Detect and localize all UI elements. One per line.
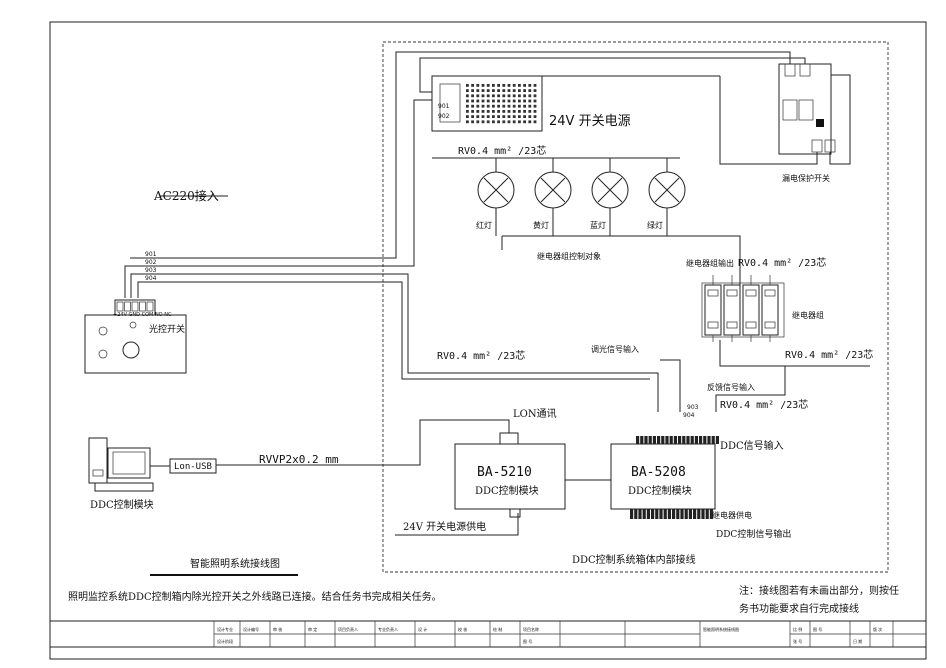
bottom-note: 照明监控系统DDC控制箱内除光控开关之外线路已连接。结合任务书完成相关任务。 bbox=[68, 590, 442, 603]
lon-usb-label: Lon-USB bbox=[174, 462, 212, 472]
lon-comm-label: LON通讯 bbox=[513, 408, 557, 420]
light-switch-label: 光控开关 bbox=[149, 323, 185, 335]
light-switch-terminals: +24V GND COM NO NC bbox=[113, 312, 172, 318]
note-line1: 注：接线图若有未画出部分，则按任 bbox=[739, 584, 899, 597]
title-block-cell: 设计阶段 bbox=[217, 638, 233, 644]
power-supply-label: 24V 开关电源 bbox=[549, 114, 631, 129]
title-block-cell: 设计专业 bbox=[217, 626, 233, 632]
relay-control-object-label: 继电器组控制对象 bbox=[537, 251, 601, 261]
fb-wire-904: 904 bbox=[683, 412, 695, 419]
title-block-cell: 日 期 bbox=[853, 638, 862, 644]
title-block-cell: 图 号 bbox=[813, 626, 822, 632]
cable-mid-right-label: RV0.4 mm² /23芯 bbox=[785, 348, 873, 361]
wire-24v-ddc bbox=[395, 513, 519, 536]
lamp-label-4: 绿灯 bbox=[647, 220, 663, 230]
wire-label-903: 903 bbox=[145, 267, 157, 274]
ps-wire-902: 902 bbox=[438, 113, 450, 120]
wire-ac-l bbox=[419, 57, 806, 93]
title-block-cell: 智能照明系统接线图 bbox=[703, 626, 739, 632]
ddc-control-out-label: DDC控制信号输出 bbox=[716, 528, 791, 540]
lamp-2 bbox=[534, 158, 572, 236]
cable-mid-left-label: RV0.4 mm² /23芯 bbox=[437, 349, 525, 362]
title-block-cell: 审 核 bbox=[273, 626, 282, 632]
relay-group-label: 继电器组 bbox=[792, 310, 824, 320]
cable-top-label: RV0.4 mm² /23芯 bbox=[458, 144, 546, 157]
cabinet-boundary bbox=[382, 41, 889, 573]
leakage-switch-label: 漏电保护开关 bbox=[782, 173, 830, 183]
ps-wire-901: 901 bbox=[438, 103, 450, 110]
ddc-pc-label: DDC控制模块 bbox=[90, 498, 154, 511]
ac-input-label: AC220接入 bbox=[153, 188, 219, 203]
relay-output-label: 继电器组输出 bbox=[686, 258, 734, 268]
title-block-cell: 校 核 bbox=[458, 626, 467, 632]
wire-switch-return bbox=[829, 74, 851, 165]
title-block-cell: 审 定 bbox=[308, 626, 317, 632]
wire-label-902: 902 bbox=[145, 259, 157, 266]
note-line2: 务书功能要求自行完成接线 bbox=[739, 602, 859, 615]
lamp-to-relay bbox=[680, 235, 741, 285]
power-24v-supply-label: 24V 开关电源供电 bbox=[403, 520, 486, 533]
wire-901-main bbox=[130, 51, 791, 259]
leakage-protection-switch bbox=[778, 63, 836, 155]
feedback-in-label: 反馈信号输入 bbox=[707, 382, 755, 392]
relay-power-label: 继电器供电 bbox=[712, 510, 752, 520]
title-block-cell: 设 计 bbox=[418, 626, 427, 632]
lamp-label-2: 黄灯 bbox=[533, 220, 549, 230]
wire-feedback bbox=[715, 366, 786, 412]
lamp-label-1: 红灯 bbox=[476, 220, 492, 230]
title-block-cell: 比 例 bbox=[793, 626, 802, 632]
fb-wire-903: 903 bbox=[687, 404, 699, 411]
wire-902 bbox=[124, 99, 432, 298]
title-block-cell: 绘 制 bbox=[493, 626, 502, 632]
ddc-signal-in-label: DDC信号输入 bbox=[720, 439, 784, 452]
title-block-cell: 项目名称 bbox=[523, 626, 539, 632]
wire-903 bbox=[130, 273, 659, 412]
wire-lon bbox=[216, 419, 510, 466]
wire-904 bbox=[137, 281, 650, 380]
module2-model: BA-5208 bbox=[631, 465, 686, 480]
cable-relay-right-label: RV0.4 mm² /23芯 bbox=[738, 256, 826, 269]
ddc-module-ba5210 bbox=[454, 432, 566, 518]
title-block-cell: 张 号 bbox=[793, 638, 802, 644]
wire-ps-to-switch bbox=[719, 76, 818, 165]
dim-signal-in-label: 调光信号输入 bbox=[591, 344, 639, 354]
switching-power-supply bbox=[431, 75, 543, 132]
ddc-module-ba5208 bbox=[610, 436, 719, 519]
drawing-border bbox=[49, 21, 927, 660]
lamp-label-3: 蓝灯 bbox=[590, 220, 606, 230]
cabinet-caption: DDC控制系统箱体内部接线 bbox=[572, 553, 696, 566]
lamp-3 bbox=[591, 158, 629, 236]
lamp-1 bbox=[477, 158, 515, 236]
title-block-cell: 专业负责人 bbox=[378, 626, 398, 632]
light-control-switch bbox=[84, 299, 187, 374]
module2-name: DDC控制模块 bbox=[628, 484, 692, 497]
ddc-pc bbox=[88, 437, 154, 492]
lamp-4 bbox=[648, 158, 686, 236]
title-block bbox=[49, 620, 927, 648]
module1-name: DDC控制模块 bbox=[475, 484, 539, 497]
rvvp-cable-label: RVVP2x0.2 mm bbox=[259, 453, 339, 466]
title-block-cell: 设计编号 bbox=[243, 626, 259, 632]
module1-model: BA-5210 bbox=[477, 465, 532, 480]
wire-label-901: 901 bbox=[145, 251, 157, 258]
wire-relay-bottom bbox=[719, 340, 870, 367]
wire-dim-signal bbox=[660, 359, 681, 412]
cable-feedback-label: RV0.4 mm² /23芯 bbox=[720, 398, 808, 411]
wire-label-904: 904 bbox=[145, 275, 157, 282]
title-block-cell: 项目负责人 bbox=[338, 626, 358, 632]
title-block-cell: 版 次 bbox=[873, 626, 882, 632]
drawing-title: 智能照明系统接线图 bbox=[190, 557, 280, 570]
title-block-cell: 图 号 bbox=[523, 638, 532, 644]
relay-group bbox=[701, 275, 785, 342]
